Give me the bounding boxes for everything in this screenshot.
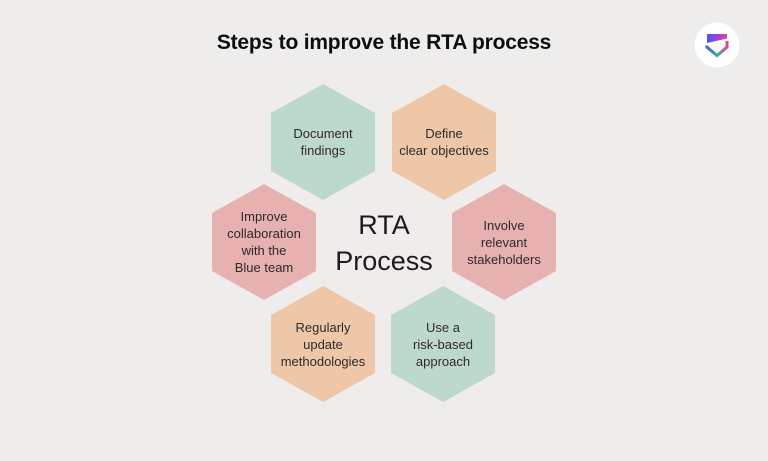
hexagon-label: Regularly update methodologies: [280, 319, 366, 369]
hexagon-label: Document findings: [293, 126, 353, 158]
shield-icon: [694, 22, 740, 68]
hexagon-involve-stakeholders: Involve relevant stakeholders: [452, 184, 556, 300]
hexagon-update-methodologies: Regularly update methodologies: [271, 286, 375, 402]
diagram-center-label: RTA Process: [335, 210, 433, 276]
brand-logo: [694, 22, 740, 68]
hexagon-label: Involve relevant stakeholders: [467, 217, 541, 267]
hexagon-label: Define clear objectives: [399, 126, 489, 158]
hexagon-label: Use a risk-based approach: [413, 319, 473, 369]
hexagon-label: Improve collaboration with the Blue team: [227, 209, 301, 275]
hexagon-risk-based-approach: Use a risk-based approach: [391, 286, 495, 402]
page-title: Steps to improve the RTA process: [216, 31, 552, 54]
hexagon-document-findings: Document findings: [271, 84, 375, 200]
hexagon-improve-collaboration: Improve collaboration with the Blue team: [212, 184, 316, 300]
hexagon-define-clear-objectives: Define clear objectives: [392, 84, 496, 200]
